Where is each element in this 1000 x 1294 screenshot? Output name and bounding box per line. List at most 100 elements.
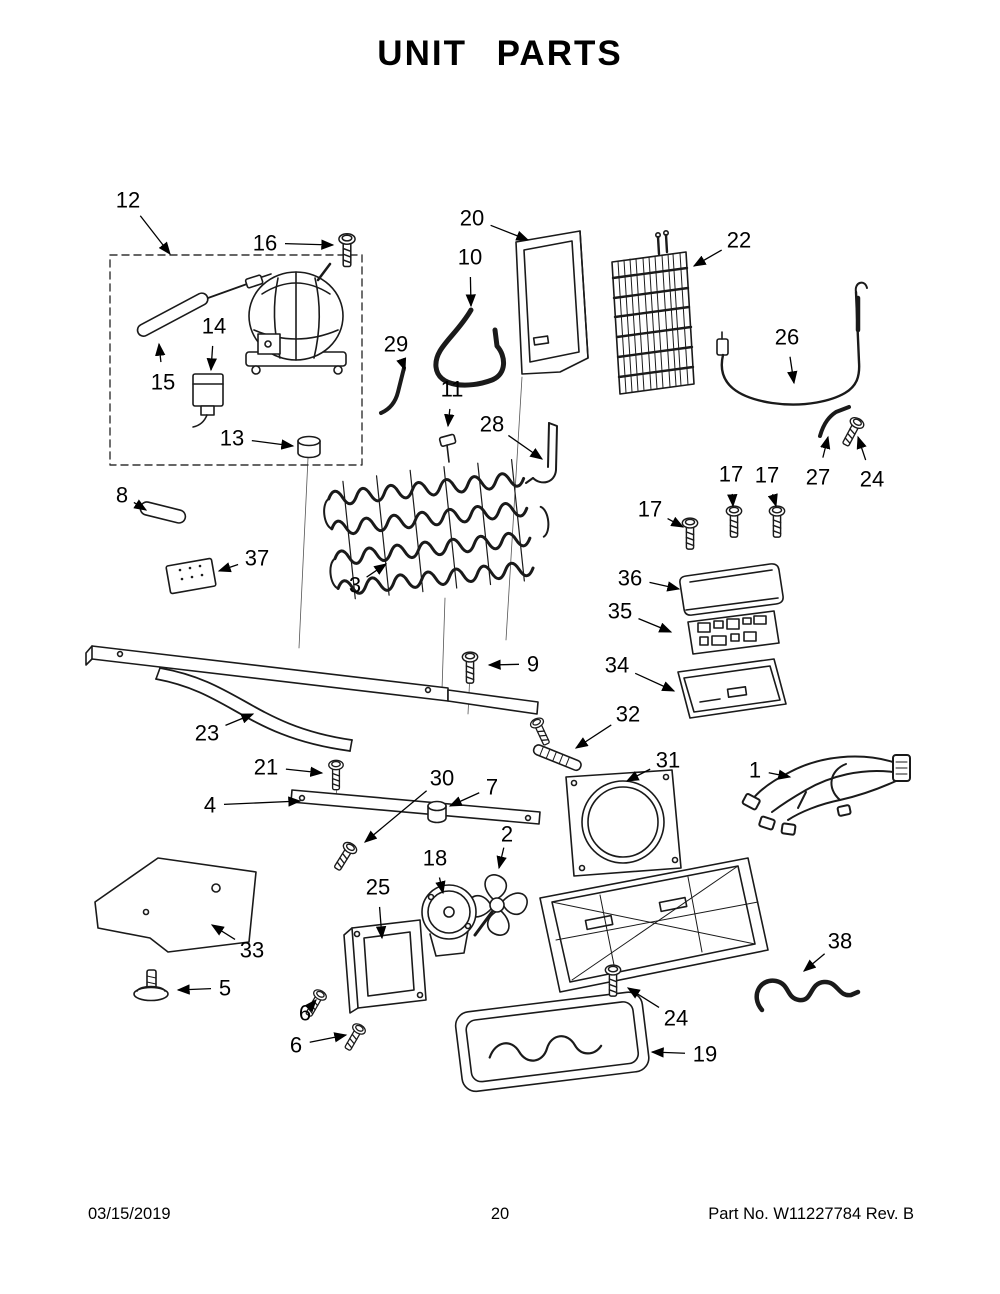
- callout-arrow-31-28: [625, 768, 651, 782]
- callout-label-30-27: 30: [430, 766, 454, 791]
- callout-label-6-38: 6: [290, 1033, 302, 1058]
- callout-label-12-0: 12: [116, 188, 140, 213]
- screw-9: [461, 651, 479, 684]
- callout-arrow-13-11: [251, 439, 295, 450]
- wire-26: [716, 281, 868, 406]
- screw-17b: [725, 505, 743, 538]
- compressor: [245, 262, 347, 375]
- fan-blade-2: [466, 874, 528, 937]
- unit-base: [539, 857, 769, 993]
- callout-label-25-34: 25: [366, 875, 390, 900]
- fan-shroud: [565, 769, 682, 877]
- callout-label-9-23: 9: [527, 652, 539, 677]
- callout-label-32-25: 32: [616, 702, 640, 727]
- drain-pan-19: [454, 991, 650, 1093]
- tube-27: [818, 405, 851, 438]
- grommet-13: [297, 435, 321, 459]
- callout-arrow-7-31: [448, 792, 480, 807]
- callout-label-22-4: 22: [727, 228, 751, 253]
- footer-date: 03/15/2019: [88, 1205, 171, 1223]
- screw-near-32: [528, 715, 554, 748]
- callout-label-31-28: 31: [656, 748, 680, 773]
- callout-label-2-32: 2: [501, 822, 513, 847]
- callout-label-27-12: 27: [806, 465, 830, 490]
- callout-arrow-28-9: [508, 434, 544, 460]
- callout-label-20-2: 20: [460, 206, 484, 231]
- callout-label-13-11: 13: [220, 426, 244, 451]
- heater-probe: [136, 273, 272, 337]
- callout-arrow-3-19: [366, 563, 388, 578]
- control-cover: [679, 563, 784, 616]
- callout-arrow-37-18: [217, 562, 239, 573]
- callout-arrow-34-22: [634, 672, 676, 692]
- callout-label-24-39: 24: [664, 1006, 688, 1031]
- callout-label-33-35: 33: [240, 938, 264, 963]
- callout-label-17-14: 17: [638, 497, 662, 522]
- control-box: [677, 658, 787, 719]
- footer-page-number: 20: [490, 1205, 510, 1223]
- callout-arrow-19-41: [650, 1047, 686, 1058]
- callout-arrow-30-27: [364, 790, 428, 843]
- callout-label-3-19: 3: [349, 573, 361, 598]
- callout-label-17-16: 17: [755, 463, 779, 488]
- start-relay: [192, 373, 224, 428]
- callout-label-24-13: 24: [860, 467, 884, 492]
- callout-arrow-17-16: [767, 493, 778, 508]
- callout-label-11-8: 11: [441, 377, 464, 402]
- callout-arrow-4-30: [223, 796, 302, 807]
- clip-11: [438, 433, 457, 463]
- rear-panel: [515, 230, 589, 375]
- callout-arrow-16-1: [284, 239, 335, 250]
- callout-label-37-18: 37: [245, 546, 269, 571]
- dashed-kit-box-12: [109, 254, 363, 466]
- callout-label-38-40: 38: [828, 929, 852, 954]
- callout-arrow-35-21: [638, 618, 673, 633]
- callout-label-10-3: 10: [458, 245, 482, 270]
- callout-arrow-25-34: [375, 906, 387, 940]
- callout-arrow-8-17: [133, 499, 148, 511]
- screw-16: [338, 233, 356, 268]
- callout-label-15-7: 15: [151, 370, 175, 395]
- callout-label-16-1: 16: [253, 231, 277, 256]
- callout-label-23-24: 23: [195, 721, 219, 746]
- callout-label-8-17: 8: [116, 483, 128, 508]
- callout-label-34-22: 34: [605, 653, 629, 678]
- page-title: UNIT PARTS: [377, 34, 623, 73]
- callout-label-6-37: 6: [299, 1001, 311, 1026]
- callout-label-36-20: 36: [618, 566, 642, 591]
- callout-arrow-23-24: [225, 713, 255, 726]
- control-board: [687, 610, 780, 655]
- bracket-28: [525, 422, 558, 484]
- callout-label-4-30: 4: [204, 793, 216, 818]
- callout-arrow-33-35: [210, 924, 236, 940]
- screw-24-top: [838, 414, 867, 449]
- threaded-stud-32: [532, 744, 582, 772]
- defrost-tube-38: [754, 978, 861, 1013]
- wire-harness-1: [741, 754, 911, 836]
- grommet-7: [427, 800, 447, 824]
- screw-17c: [768, 505, 786, 538]
- screw-6b: [340, 1021, 368, 1054]
- tube-29: [379, 366, 406, 415]
- callout-label-14-6: 14: [202, 314, 226, 339]
- callout-arrow-24-39: [626, 987, 660, 1008]
- leveling-foot-5: [133, 969, 169, 1002]
- callout-arrow-6-38: [309, 1032, 348, 1043]
- callout-arrow-22-4: [692, 249, 723, 267]
- callout-arrow-5-36: [176, 984, 212, 995]
- callout-arrow-18-33: [435, 877, 446, 895]
- condenser: [611, 230, 695, 395]
- callout-arrow-12-0: [139, 215, 171, 256]
- callout-arrow-9-23: [487, 659, 520, 670]
- callout-label-17-15: 17: [719, 462, 743, 487]
- callout-arrow-1-29: [768, 769, 792, 780]
- callout-arrow-10-3: [465, 276, 476, 308]
- callout-arrow-24-13: [856, 435, 867, 461]
- callout-arrow-17-15: [727, 493, 738, 508]
- coil-assembly: [323, 459, 550, 600]
- callout-arrow-27-12: [820, 435, 831, 458]
- callout-arrow-26-10: [787, 356, 798, 385]
- callout-label-21-26: 21: [254, 755, 278, 780]
